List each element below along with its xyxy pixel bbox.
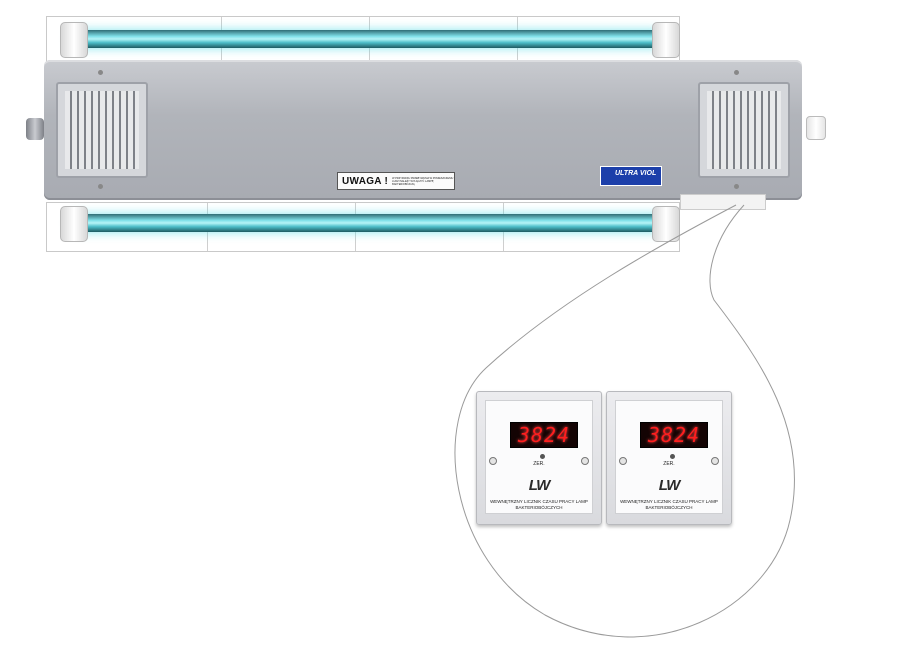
manufacturer-logo: LW: [528, 477, 551, 494]
screw: [734, 184, 739, 189]
right-air-vent: [698, 82, 790, 178]
counter-value: 3824: [647, 423, 701, 447]
mount-screw: [619, 457, 627, 465]
screw: [98, 184, 103, 189]
upper-left-lamp-holder: [60, 22, 88, 58]
left-air-vent: [56, 82, 148, 178]
counter-caption: WEWNĘTRZNY LICZNIK CZASU PRACY LAMP BAKT…: [490, 499, 588, 510]
warning-label: UWAGA ! W PRZYPADKU PRZEBYWANIA W POMIES…: [337, 172, 455, 190]
reset-label: ZER.: [663, 461, 675, 467]
hour-counter-panel: 3824 ZER. LW WEWNĘTRZNY LICZNIK CZASU PR…: [476, 391, 602, 525]
brand-logo: ULTRA VIOL: [600, 166, 662, 186]
manufacturer-logo: LW: [658, 477, 681, 494]
right-end-knob: [806, 116, 826, 140]
screw: [734, 70, 739, 75]
left-end-knob: [26, 118, 44, 140]
upper-uv-tube: [70, 30, 664, 48]
mount-screw: [489, 457, 497, 465]
control-strip: [680, 194, 766, 210]
lamp-housing: UWAGA ! W PRZYPADKU PRZEBYWANIA W POMIES…: [44, 60, 802, 200]
counter-value: 3824: [517, 423, 571, 447]
lower-right-lamp-holder: [652, 206, 680, 242]
upper-right-lamp-holder: [652, 22, 680, 58]
mount-screw: [581, 457, 589, 465]
led-display: 3824: [640, 422, 708, 448]
warning-text: W PRZYPADKU PRZEBYWANIA W POMIESZCZENIU …: [392, 176, 454, 186]
mount-screw: [711, 457, 719, 465]
lower-left-lamp-holder: [60, 206, 88, 242]
hour-counter-panel: 3824 ZER. LW WEWNĘTRZNY LICZNIK CZASU PR…: [606, 391, 732, 525]
reset-label: ZER.: [533, 461, 545, 467]
lower-uv-tube: [70, 214, 664, 232]
screw: [98, 70, 103, 75]
reset-button[interactable]: [670, 454, 675, 459]
led-display: 3824: [510, 422, 578, 448]
reset-button[interactable]: [540, 454, 545, 459]
warning-title: UWAGA !: [342, 175, 389, 187]
counter-caption: WEWNĘTRZNY LICZNIK CZASU PRACY LAMP BAKT…: [620, 499, 718, 510]
brand-name: ULTRA VIOL: [615, 170, 657, 177]
